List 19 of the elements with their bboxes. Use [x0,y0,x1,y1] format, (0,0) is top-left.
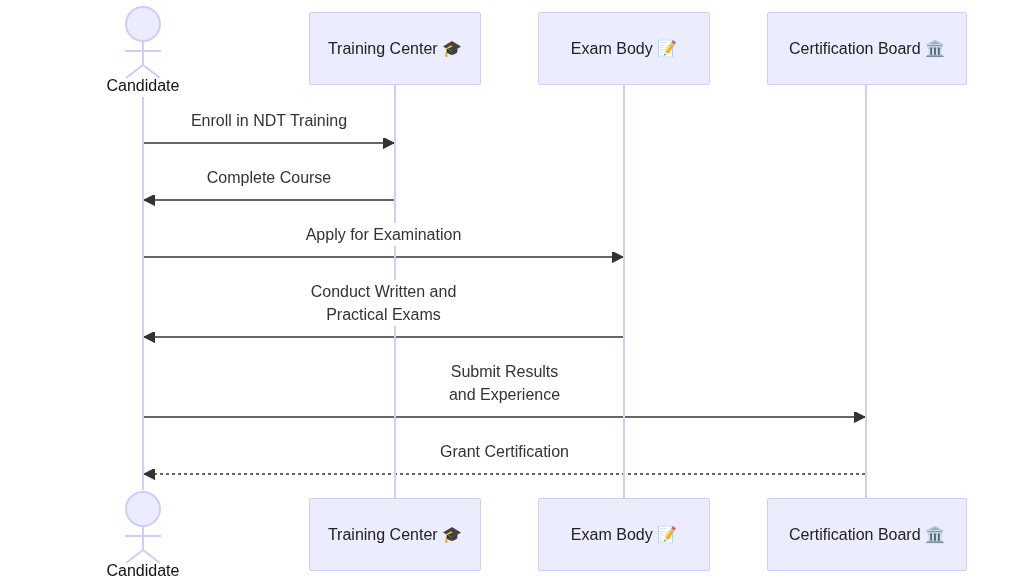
participant-box: Exam Body 📝 [538,498,710,571]
participant-box: Certification Board 🏛 [767,498,967,571]
message-label: Apply for Examination [305,223,462,246]
message-arrow [143,330,624,344]
message-arrow [143,250,624,264]
message-arrow [143,136,395,150]
message-label: Conduct Written and Practical Exams [308,280,459,326]
participant-box: Training Center 🎓 [309,12,481,85]
message-arrow [143,467,866,481]
lifeline [623,85,625,498]
message-arrow [143,410,866,424]
participant-box: Training Center 🎓 [309,498,481,571]
participant-box: Certification Board 🏛 [767,12,967,85]
lifeline [865,85,867,498]
actor-label: Candidate [105,562,181,580]
actor-label: Candidate [105,77,181,95]
participant-box: Exam Body 📝 [538,12,710,85]
message-arrow [143,193,395,207]
lifeline [142,97,144,490]
